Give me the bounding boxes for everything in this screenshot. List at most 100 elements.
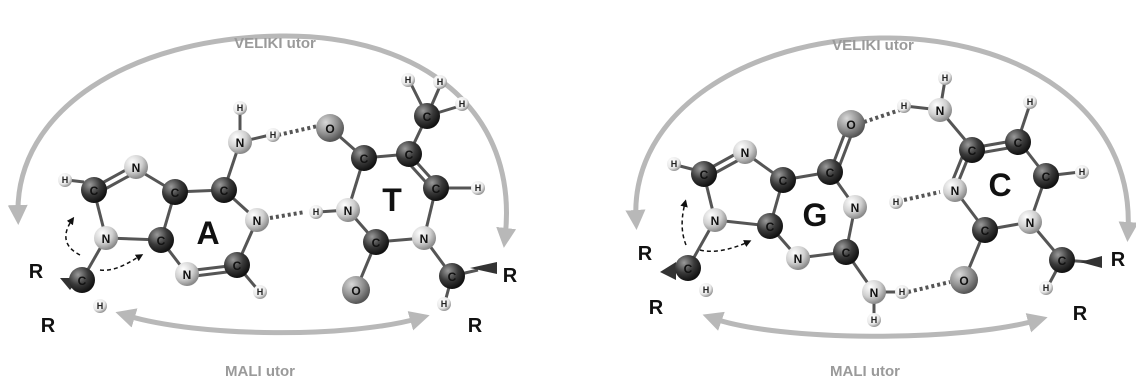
svg-text:C: C (1042, 170, 1051, 184)
rotation-arrow (699, 240, 752, 253)
svg-text:N: N (951, 184, 960, 198)
svg-text:C: C (78, 274, 87, 288)
svg-text:N: N (253, 214, 262, 228)
svg-text:N: N (794, 252, 803, 266)
svg-text:C: C (1014, 136, 1023, 150)
hydrogen-bond (863, 108, 901, 124)
svg-text:C: C (1058, 254, 1067, 268)
svg-text:N: N (183, 268, 192, 282)
wedge-bond (1080, 256, 1102, 268)
svg-text:C: C (220, 184, 229, 198)
svg-text:C: C (233, 259, 242, 273)
svg-text:C: C (372, 236, 381, 250)
residue-label: R (1073, 303, 1088, 325)
svg-text:O: O (351, 284, 360, 298)
residue-label: R (468, 315, 483, 337)
svg-text:N: N (741, 146, 750, 160)
svg-text:H: H (1043, 283, 1050, 293)
svg-text:C: C (171, 186, 180, 200)
svg-text:N: N (711, 214, 720, 228)
residue-label: R (649, 297, 664, 319)
residue-label: R (41, 315, 56, 337)
svg-text:C: C (968, 144, 977, 158)
major-groove-arrow (625, 35, 1136, 242)
svg-text:C: C (405, 148, 414, 162)
minor-groove-arrow (702, 311, 1048, 339)
major-groove-label: VELIKI utor (234, 35, 316, 52)
svg-text:O: O (959, 274, 968, 288)
residue-label: R (1111, 249, 1126, 271)
svg-text:N: N (344, 204, 353, 218)
svg-text:H: H (237, 103, 244, 113)
svg-text:C: C (157, 234, 166, 248)
residue-label: R (29, 261, 44, 283)
rotation-arrow (99, 254, 144, 271)
minor-groove-label: MALI utor (225, 363, 295, 380)
svg-text:H: H (1027, 97, 1034, 107)
svg-text:C: C (423, 110, 432, 124)
svg-text:H: H (97, 301, 104, 311)
svg-text:H: H (270, 130, 277, 140)
svg-text:H: H (1079, 167, 1086, 177)
svg-text:C: C (779, 174, 788, 188)
svg-text:N: N (936, 104, 945, 118)
svg-text:N: N (420, 232, 429, 246)
svg-text:C: C (981, 224, 990, 238)
svg-text:H: H (899, 287, 906, 297)
rotation-arrow (65, 216, 81, 256)
svg-text:N: N (870, 286, 879, 300)
wedge-bond (470, 262, 497, 274)
hydrogen-bond (907, 280, 951, 294)
svg-text:H: H (871, 315, 878, 325)
svg-text:H: H (671, 159, 678, 169)
residue-label: R (503, 265, 518, 287)
svg-text:H: H (313, 207, 320, 217)
pair-a-t: VELIKI utor MALI utor (7, 33, 518, 380)
svg-text:H: H (257, 287, 264, 297)
base-label-a: A (196, 215, 219, 251)
major-groove-label: VELIKI utor (832, 37, 914, 54)
svg-text:N: N (851, 201, 860, 215)
major-groove-arrow (7, 33, 517, 248)
svg-text:N: N (1026, 216, 1035, 230)
svg-text:H: H (475, 183, 482, 193)
hydrogen-bond (903, 190, 941, 202)
svg-text:N: N (132, 161, 141, 175)
hydrogen-bond (269, 210, 306, 220)
residue-label: R (638, 243, 653, 265)
pair-g-c: VELIKI utor MALI utor (625, 35, 1136, 380)
svg-text:C: C (700, 168, 709, 182)
svg-text:H: H (459, 99, 466, 109)
svg-text:H: H (893, 197, 900, 207)
svg-text:C: C (826, 166, 835, 180)
atoms: C N C N C C N N C N C O C C C C N C N O … (58, 73, 485, 313)
svg-text:H: H (62, 175, 69, 185)
svg-text:C: C (766, 220, 775, 234)
atoms: C N C N C C O N C N N C N C C C N C N O … (667, 71, 1089, 327)
svg-text:H: H (441, 299, 448, 309)
svg-text:H: H (405, 75, 412, 85)
svg-text:H: H (703, 285, 710, 295)
svg-text:C: C (842, 246, 851, 260)
svg-text:H: H (901, 101, 908, 111)
svg-text:C: C (432, 182, 441, 196)
base-label-c: C (988, 167, 1011, 203)
svg-text:H: H (437, 77, 444, 87)
svg-text:O: O (846, 118, 855, 132)
base-label-t: T (382, 182, 402, 218)
minor-groove-arrow (115, 308, 430, 336)
svg-text:C: C (684, 262, 693, 276)
svg-text:C: C (360, 152, 369, 166)
base-label-g: G (803, 197, 828, 233)
svg-text:N: N (236, 136, 245, 150)
svg-text:O: O (325, 122, 334, 136)
rotation-arrow (680, 199, 688, 246)
svg-text:C: C (90, 184, 99, 198)
hydrogen-bond (277, 124, 319, 137)
svg-text:N: N (102, 232, 111, 246)
wedge-bond (660, 262, 676, 280)
svg-text:H: H (942, 73, 949, 83)
svg-text:C: C (448, 270, 457, 284)
minor-groove-label: MALI utor (830, 363, 900, 380)
